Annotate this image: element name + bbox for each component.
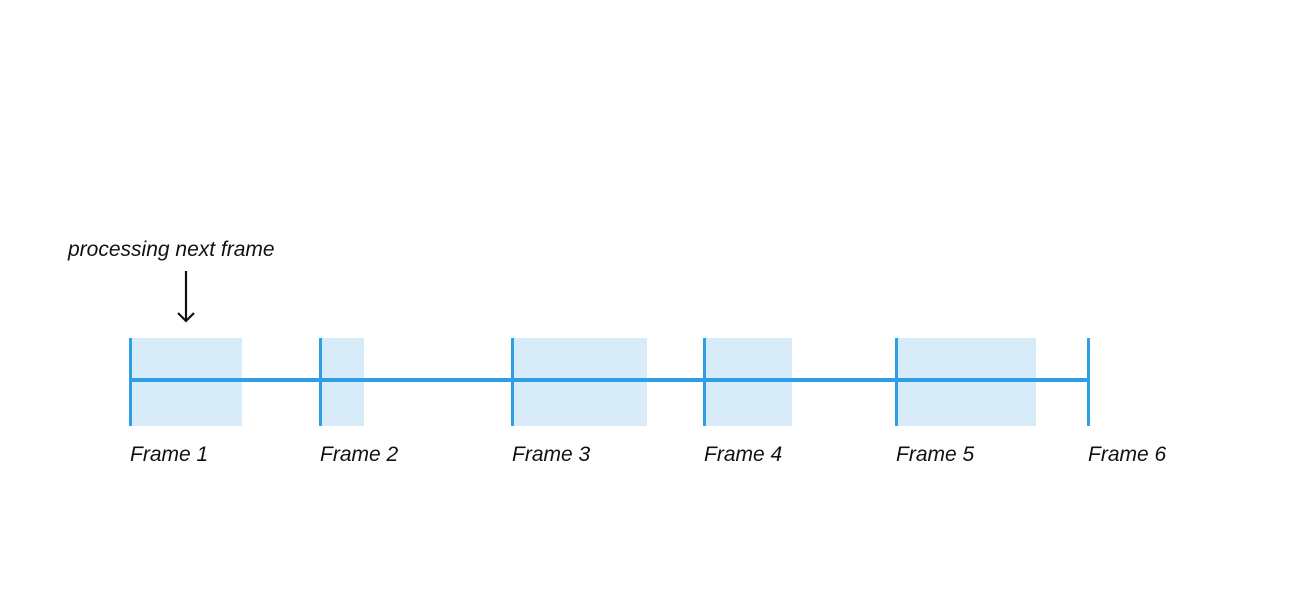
frame-block	[896, 338, 1036, 426]
frame-tick	[1087, 338, 1090, 426]
frame-block	[704, 338, 792, 426]
frame-label: Frame 1	[130, 443, 209, 466]
timeline-line	[130, 378, 1090, 382]
frame-label: Frame 4	[704, 443, 783, 466]
annotation-label: processing next frame	[68, 238, 275, 261]
frame-block	[320, 338, 364, 426]
frame-tick	[703, 338, 706, 426]
frame-block	[130, 338, 242, 426]
frame-block	[512, 338, 647, 426]
frame-label: Frame 5	[896, 443, 975, 466]
frame-tick	[895, 338, 898, 426]
frame-tick	[319, 338, 322, 426]
frame-label: Frame 2	[320, 443, 399, 466]
frame-label: Frame 6	[1088, 443, 1167, 466]
down-arrow-icon	[177, 271, 195, 323]
frame-label: Frame 3	[512, 443, 591, 466]
frame-tick	[129, 338, 132, 426]
frame-tick	[511, 338, 514, 426]
